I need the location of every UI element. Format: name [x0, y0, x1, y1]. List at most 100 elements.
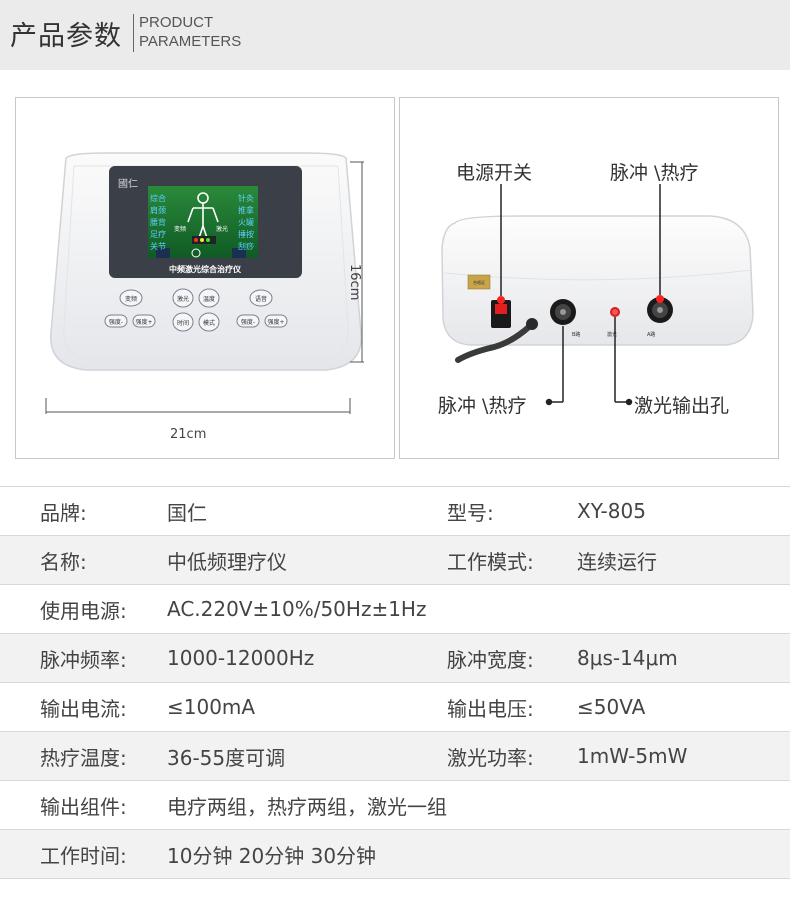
spec-row: 名称: 中低频理疗仪 工作模式: 连续运行	[0, 535, 790, 585]
spec-value: ≤100mA	[167, 682, 447, 732]
device-name-label: 中频激光综合治疗仪	[169, 264, 242, 274]
button-b-intensity-up[interactable]	[264, 314, 288, 328]
spec-value: AC.220V±10%/50Hz±1Hz	[167, 584, 447, 634]
power-switch-rocker	[495, 304, 507, 314]
spec-row: 热疗温度: 36-55度可调 激光功率: 1mW-5mW	[0, 731, 790, 781]
spec-label: 工作时间:	[0, 829, 167, 879]
section-title: 产品参数	[10, 21, 122, 52]
screen-item-left-3: 腰背	[150, 217, 166, 227]
spec-label: 输出组件:	[0, 780, 167, 830]
pulse-bottom-callout-dot	[545, 398, 553, 406]
spec-label: 激光功率:	[447, 731, 577, 781]
screen-mode-1: 变频	[174, 225, 186, 233]
timer-icon	[191, 248, 201, 258]
spec-row: 使用电源: AC.220V±10%/50Hz±1Hz	[0, 584, 790, 634]
brand-logo: 國仁	[118, 178, 138, 190]
spec-row: 品牌: 国仁 型号: XY-805	[0, 486, 790, 536]
button-laser[interactable]	[172, 288, 194, 308]
width-label: 21cm	[170, 427, 207, 442]
section-header: 产品参数 PRODUCT PARAMETERS	[0, 0, 790, 70]
button-a-intensity-down-label: 强度-	[109, 318, 123, 326]
screen-item-right-5: 刮痧	[238, 241, 254, 251]
laser-port-label: 激光	[607, 331, 617, 338]
spec-label: 脉冲宽度:	[447, 633, 577, 683]
front-view-illustration: 國仁 综合 肩颈 腰背 足疗 关节 针灸 推拿 火罐 捶按 刮痧 变频 激光 中…	[45, 152, 364, 414]
screen-item-left-1: 综合	[150, 193, 166, 203]
button-temperature[interactable]	[198, 288, 220, 308]
battery-icon	[156, 248, 170, 258]
spec-label: 名称:	[0, 535, 167, 585]
spec-row: 脉冲频率: 1000-12000Hz 脉冲宽度: 8μs-14μm	[0, 633, 790, 683]
back-view-panel: 合格证 B路 激光 A路 电源开关	[399, 97, 779, 459]
subtitle-line-1: PRODUCT	[139, 14, 214, 31]
front-view-panel: 國仁 综合 肩颈 腰背 足疗 关节 针灸 推拿 火罐 捶按 刮痧 变频 激光 中…	[15, 97, 395, 459]
spec-value: XY-805	[577, 486, 790, 536]
spec-label: 品牌:	[0, 486, 167, 536]
spec-value	[577, 584, 790, 634]
screen-item-right-2: 推拿	[238, 205, 254, 215]
button-b-intensity-down[interactable]	[236, 314, 260, 328]
spec-value: 中低频理疗仪	[167, 535, 447, 585]
button-mode[interactable]	[198, 312, 220, 332]
port-b-label: B路	[572, 331, 580, 338]
screen-item-left-4: 足疗	[150, 229, 166, 239]
power-cord	[455, 323, 533, 363]
indicator-green-dot	[206, 238, 210, 242]
laser-callout-dot	[625, 398, 633, 406]
power-callout-dot	[497, 296, 505, 304]
screen-item-left-2: 肩颈	[150, 205, 166, 215]
button-voice[interactable]	[249, 289, 273, 307]
width-dimension-line	[45, 398, 351, 414]
subtitle-line-2: PARAMETERS	[139, 33, 242, 50]
spec-row: 输出电流: ≤100mA 输出电压: ≤50VA	[0, 682, 790, 732]
spec-table: 品牌: 国仁 型号: XY-805 名称: 中低频理疗仪 工作模式: 连续运行 …	[0, 486, 790, 879]
button-row-bottom: 强度- 强度+ 时间 模式 强度- 强度+	[104, 312, 288, 332]
spec-label: 使用电源:	[0, 584, 167, 634]
spec-value: 8μs-14μm	[577, 633, 790, 683]
spec-label	[447, 829, 577, 879]
button-a-intensity-down[interactable]	[104, 314, 128, 328]
button-laser-label: 激光	[177, 295, 189, 303]
spec-label: 热疗温度:	[0, 731, 167, 781]
screen-item-right-4: 捶按	[238, 229, 254, 239]
button-a-intensity-up-label: 强度+	[135, 318, 152, 326]
button-time[interactable]	[172, 312, 194, 332]
button-b-intensity-up-label: 强度+	[267, 318, 284, 326]
screen-item-right-3: 火罐	[238, 217, 254, 227]
screen-item-left-5: 关节	[150, 241, 166, 251]
button-time-label: 时间	[177, 319, 189, 327]
body-figure-icon	[187, 192, 219, 245]
spec-label: 型号:	[447, 486, 577, 536]
spec-label: 输出电压:	[447, 682, 577, 732]
certificate-sticker	[467, 274, 491, 290]
spec-value: 10分钟 20分钟 30分钟	[167, 829, 447, 879]
indicator-red-dot	[194, 238, 198, 242]
spec-value: 连续运行	[577, 535, 790, 585]
button-temperature-label: 温度	[203, 295, 215, 303]
spec-value	[577, 829, 790, 879]
button-row-top: 变频 激光 温度 语音	[119, 288, 273, 308]
button-voice-label: 语音	[255, 295, 267, 303]
section-subtitle: PRODUCT PARAMETERS	[139, 13, 241, 51]
pulse-heat-top-callout: 脉冲 \热疗	[610, 162, 699, 184]
screen-item-right-1: 针灸	[238, 193, 254, 203]
spec-label: 工作模式:	[447, 535, 577, 585]
spec-row: 工作时间: 10分钟 20分钟 30分钟	[0, 829, 790, 879]
pulse-heat-bottom-callout: 脉冲 \热疗	[438, 395, 527, 417]
battery-icon-2	[232, 248, 246, 258]
spec-value: 1mW-5mW	[577, 731, 790, 781]
laser-port-inner	[612, 309, 618, 315]
laser-output-callout: 激光输出孔	[634, 395, 730, 417]
title-divider	[133, 14, 134, 52]
height-dimension-line	[350, 161, 364, 363]
indicator-yellow-dot	[200, 238, 204, 242]
button-frequency[interactable]	[119, 289, 143, 307]
height-label: 16cm	[347, 264, 362, 301]
button-mode-label: 模式	[203, 319, 215, 327]
power-cord-plug	[526, 318, 538, 330]
spec-value	[577, 780, 790, 830]
spec-label	[447, 780, 577, 830]
button-a-intensity-up[interactable]	[132, 314, 156, 328]
button-frequency-label: 变频	[125, 295, 137, 303]
spec-value: 1000-12000Hz	[167, 633, 447, 683]
